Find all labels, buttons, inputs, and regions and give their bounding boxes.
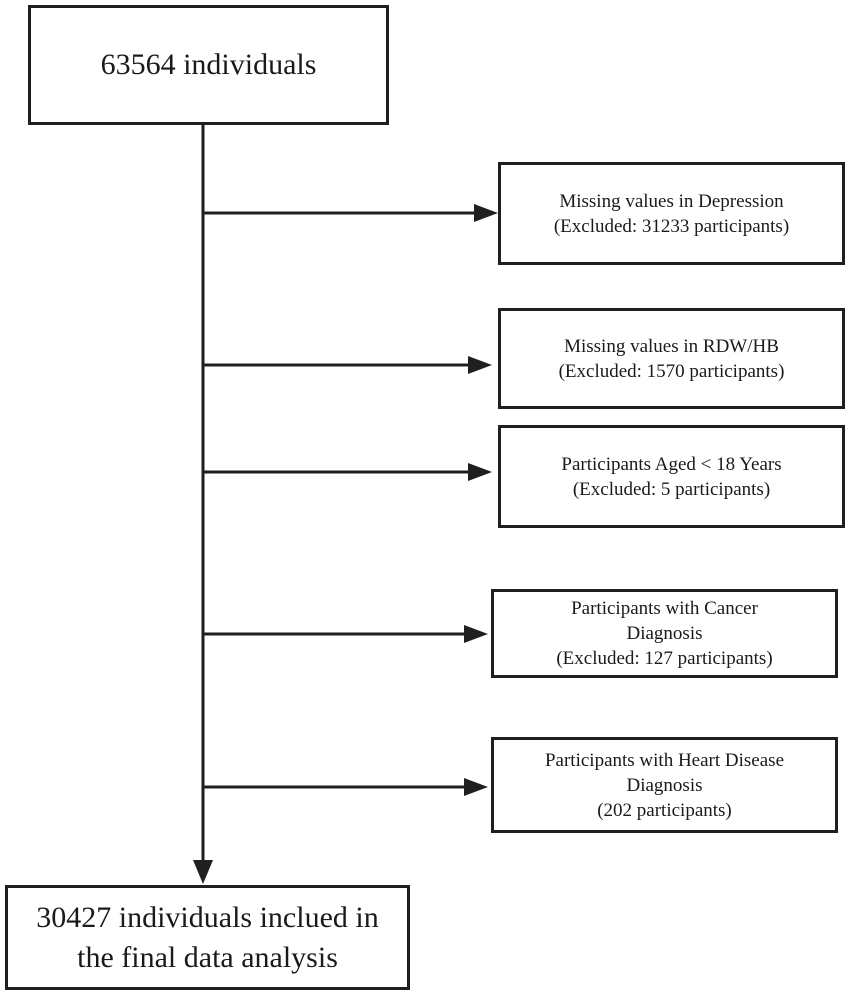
branch-arrowhead-5 [464, 778, 488, 796]
exclusion-reason: Missing values in RDW/HB [564, 335, 779, 357]
exclusion-reason: Participants with Cancer [571, 598, 758, 619]
branch-arrowhead-1 [474, 204, 498, 222]
final-analysis-text-line2: the final data analysis [77, 940, 338, 974]
initial-population-box: 63564 individuals [28, 5, 389, 125]
exclusion-box-depression: Missing values in Depression (Excluded: … [498, 162, 845, 265]
exclusion-reason: Missing values in Depression [559, 190, 784, 212]
final-analysis-box: 30427 individuals inclued in the final d… [5, 885, 410, 990]
exclusion-reason-cont: Diagnosis [626, 623, 703, 644]
initial-population-text: 63564 individuals [100, 48, 317, 81]
exclusion-box-age: Participants Aged < 18 Years (Excluded: … [498, 425, 845, 528]
exclusion-box-rdw-hb: Missing values in RDW/HB (Excluded: 1570… [498, 308, 845, 409]
exclusion-reason: Participants with Heart Disease [544, 749, 784, 771]
exclusion-reason: Participants Aged < 18 Years [561, 453, 782, 475]
exclusion-count: (Excluded: 1570 participants) [558, 360, 785, 382]
exclusion-count: (Excluded: 127 participants) [556, 648, 773, 669]
branch-arrowhead-4 [464, 625, 488, 643]
final-analysis-text-line1: 30427 individuals inclued in [36, 900, 379, 934]
main-arrowhead [193, 860, 213, 884]
exclusion-reason-cont: Diagnosis [626, 774, 703, 796]
exclusion-box-cancer: Participants with Cancer Diagnosis (Excl… [491, 589, 838, 678]
exclusion-count: (202 participants) [597, 799, 732, 821]
branch-arrowhead-2 [468, 356, 492, 374]
exclusion-count: (Excluded: 31233 participants) [553, 215, 790, 237]
branch-arrowhead-3 [468, 463, 492, 481]
exclusion-box-heart-disease: Participants with Heart Disease Diagnosi… [491, 737, 838, 833]
exclusion-count: (Excluded: 5 participants) [572, 478, 771, 500]
